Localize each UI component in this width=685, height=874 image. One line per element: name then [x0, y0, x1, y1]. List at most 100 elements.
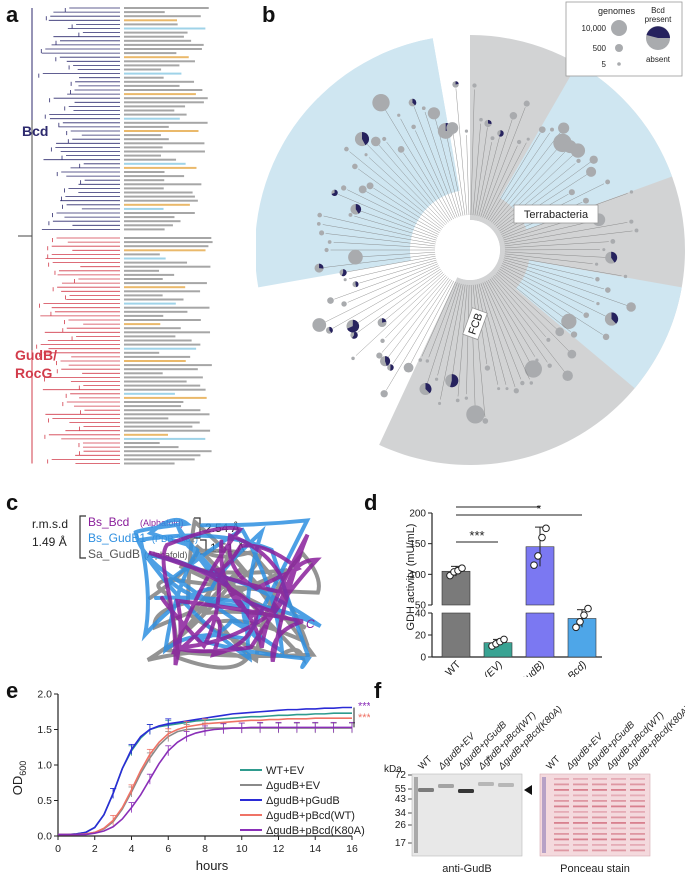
chart-e-xtick-label: 16 [346, 843, 358, 855]
ponceau-band [592, 838, 607, 841]
chart-d-point [576, 618, 584, 626]
ponceau-band [554, 827, 569, 830]
panel-letter-f: f [374, 678, 382, 703]
chart-e-legend-label: ΔgudB+pGudB [266, 795, 340, 807]
chart-e-ytick-label: 0.0 [37, 831, 52, 843]
ponceau-band [554, 811, 569, 813]
chart-d-plot: 0204050100150200WTΔgudB (EV)ΔgudB(pGudB)… [409, 505, 602, 677]
kda-label: kDa [384, 764, 402, 775]
ponceau-band [611, 811, 626, 813]
ponceau-band [630, 778, 645, 780]
ponceau-band [611, 833, 626, 835]
ponceau-band [592, 794, 607, 797]
ponceau-band [554, 838, 569, 841]
legend-genomes-title: genomes [598, 6, 636, 16]
ponceau-band [592, 811, 607, 813]
c-terminus-label: C [306, 617, 315, 631]
chart-e-ytick-label: 1.5 [37, 724, 52, 736]
panel-letter-c: c [6, 490, 19, 515]
ponceau-band [630, 816, 645, 819]
chart-d-point [580, 611, 588, 619]
ponceau-band [592, 805, 607, 808]
protein-ribbon-overlay [133, 517, 322, 670]
chart-d-bar [441, 612, 471, 658]
blot-band [438, 784, 454, 788]
ponceau-band [611, 838, 626, 841]
circular-tree [256, 35, 685, 466]
star-marker: * [486, 754, 491, 766]
chart-e-xtick-label: 12 [273, 843, 285, 855]
panel-letter-a: a [6, 2, 19, 27]
legend-size-10000: 10,000 [582, 24, 607, 33]
ponceau-band [554, 783, 569, 786]
ponceau-band [573, 805, 588, 808]
chart-d-point [572, 623, 580, 632]
rmsd-label: r.m.s.d [32, 517, 68, 531]
ponceau-band [630, 833, 645, 835]
chart-d-bar-upper [441, 570, 471, 606]
ponceau-band [554, 789, 569, 791]
chart-e-xtick-label: 8 [202, 843, 208, 855]
panel-letter-e: e [6, 678, 19, 703]
ponceau-band [592, 844, 607, 846]
legend-size-large [611, 20, 627, 36]
chart-e-ylabel: OD600 [10, 761, 28, 796]
chart-e-sig-purple: *** [358, 701, 370, 713]
ponceau-band [592, 816, 607, 819]
row2-name: Bs_GudB1 [88, 531, 146, 545]
ponceau-band [573, 789, 588, 791]
ponceau-band [592, 789, 607, 791]
anti-gudb-label: anti-GudB [442, 863, 492, 874]
bcd-clade-label: Bcd [22, 123, 48, 139]
svg-text:Terrabacteria: Terrabacteria [524, 209, 589, 221]
marker-label: 43 [395, 794, 407, 805]
chart-e-xtick-label: 14 [309, 843, 321, 855]
ponceau-band [573, 794, 588, 797]
chart-d-ytick-label: 200 [409, 509, 426, 520]
ponceau-band [630, 838, 645, 841]
ponceau-band [630, 783, 645, 786]
ponceau-band [630, 794, 645, 797]
ponceau-band [611, 805, 626, 808]
row3-name: Sa_GudB [88, 547, 140, 561]
ponceau-band [554, 800, 569, 802]
legend-box: genomes 10,000 500 5 Bcd present absent [565, 1, 683, 77]
marker-label: 55 [395, 784, 407, 795]
gudb-arrowhead [524, 785, 532, 795]
chart-d-ytick-label: 20 [415, 631, 427, 642]
legend-size-mid [615, 44, 623, 52]
chart-e-legend-label: ΔgudB+pBcd(K80A) [266, 825, 365, 837]
chart-e-xtick-label: 2 [92, 843, 98, 855]
clade-terrabacteria-label: Terrabacteria [513, 204, 599, 224]
ponceau-band [611, 794, 626, 797]
chart-e-legend-label: ΔgudB+EV [266, 780, 321, 792]
ladder-lane [542, 777, 546, 853]
ponceau-band [554, 844, 569, 846]
ladder-lane [414, 777, 418, 853]
ponceau-band [592, 800, 607, 802]
lane-label: WT [416, 754, 434, 772]
blot-band [498, 783, 514, 787]
chart-e-xtick-label: 10 [236, 843, 248, 855]
chart-e-ytick-label: 0.5 [37, 795, 52, 807]
chart-d-point [530, 561, 538, 569]
ponceau-band [611, 822, 626, 824]
ponceau-band [573, 833, 588, 835]
chart-e-xtick-label: 6 [165, 843, 171, 855]
ponceau-band [611, 783, 626, 786]
chart-e-legend-label: WT+EV [266, 765, 305, 777]
chart-e-xtick-label: 4 [129, 843, 135, 855]
ponceau-band [630, 822, 645, 824]
ponceau-band [573, 816, 588, 819]
gudb-clade-label-2: RocG [15, 365, 52, 381]
ponceau-band [573, 838, 588, 841]
ponceau-band [573, 849, 588, 852]
chart-d-point [542, 524, 550, 533]
chart-e-xtick-label: 0 [55, 843, 61, 855]
chart-d-ytick-label: 100 [409, 570, 426, 581]
ponceau-band [573, 844, 588, 846]
row1-name: Bs_Bcd [88, 515, 129, 529]
